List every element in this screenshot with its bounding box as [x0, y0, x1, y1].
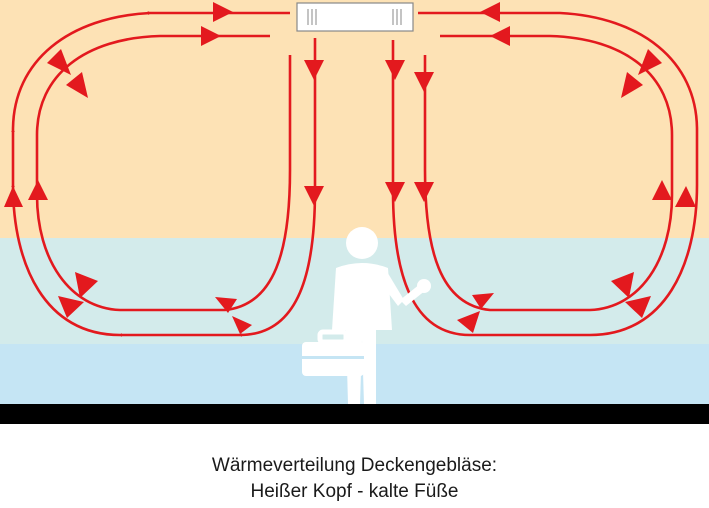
- airflow-arrow-icon: [675, 186, 696, 207]
- airflow-arrow-icon: [480, 2, 500, 22]
- airflow-arrow-icon: [611, 272, 634, 298]
- airflow-arrow-icon: [232, 316, 252, 334]
- airflow-loop-left-outer: [11, 11, 317, 337]
- technician-with-toolbox-icon: [302, 227, 431, 404]
- airflow-loop-right-inner: [423, 34, 674, 312]
- airflow-loop-right-outer: [391, 11, 699, 337]
- warm-air-zone: [0, 0, 709, 238]
- airflow-arrow-icon: [58, 296, 84, 318]
- airflow-arrow-icon: [414, 182, 434, 202]
- diagram-caption-line-1: Wärmeverteilung Deckengebläse:: [211, 455, 498, 476]
- airflow-arrow-icon: [625, 296, 651, 318]
- ceiling-fan-heat-distribution-diagram: [0, 0, 709, 424]
- airflow-arrow-icon: [472, 293, 494, 309]
- airflow-arrow-icon: [4, 186, 23, 207]
- airflow-arrow-icon: [652, 180, 672, 200]
- airflow-arrow-icon: [621, 72, 643, 98]
- airflow-arrow-icon: [385, 182, 405, 202]
- floor: [0, 404, 709, 424]
- ceiling-heater-icon: [296, 2, 414, 32]
- diagram-caption-line-2: Heißer Kopf - kalte Füße: [250, 481, 459, 502]
- airflow-arrow-icon: [385, 60, 405, 80]
- airflow-arrow-icon: [75, 272, 98, 298]
- airflow-arrow-icon: [490, 26, 510, 46]
- airflow-arrow-icon: [457, 311, 480, 333]
- airflow-loop-left-inner: [35, 34, 292, 312]
- airflow-arrow-icon: [28, 180, 48, 200]
- airflow-arrow-icon: [215, 297, 237, 313]
- airflow-arrow-icon: [66, 72, 88, 98]
- airflow-arrowheads: [4, 2, 696, 334]
- airflow-arrow-icon: [47, 49, 71, 75]
- airflow-arrow-icon: [304, 186, 324, 206]
- airflow-arrow-icon: [213, 2, 233, 22]
- airflow-arrow-icon: [638, 49, 662, 75]
- airflow-arrow-icon: [414, 72, 434, 92]
- airflow-arrow-icon: [304, 60, 324, 80]
- airflow-arrow-icon: [201, 26, 221, 46]
